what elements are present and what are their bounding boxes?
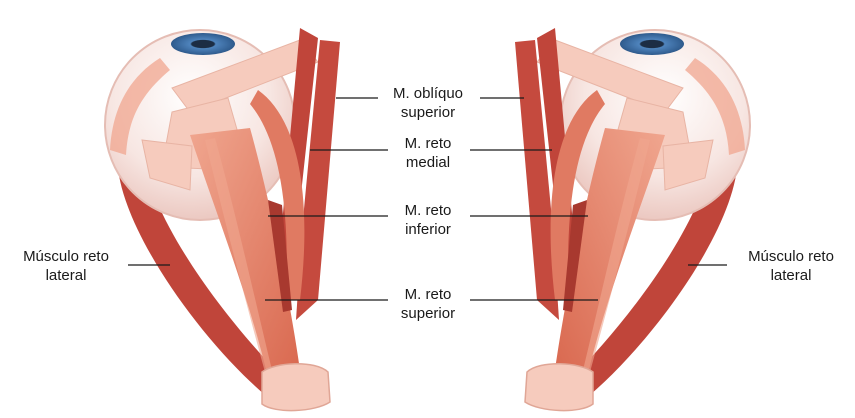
label-lateral-rectus-right: Músculo reto lateral xyxy=(729,247,853,285)
label-text: medial xyxy=(369,153,487,172)
label-text: M. reto xyxy=(369,285,487,304)
label-superior-rectus: M. reto superior xyxy=(369,285,487,323)
label-text: superior xyxy=(369,304,487,323)
label-text: Músculo reto xyxy=(729,247,853,266)
label-text: M. reto xyxy=(369,201,487,220)
label-text: M. oblíquo xyxy=(369,84,487,103)
label-inferior-rectus: M. reto inferior xyxy=(369,201,487,239)
label-text: lateral xyxy=(4,266,128,285)
right-eye-assembly xyxy=(515,28,750,411)
label-text: inferior xyxy=(369,220,487,239)
label-text: M. reto xyxy=(369,134,487,153)
label-text: Músculo reto xyxy=(4,247,128,266)
label-superior-oblique: M. oblíquo superior xyxy=(369,84,487,122)
label-lateral-rectus-left: Músculo reto lateral xyxy=(4,247,128,285)
label-text: lateral xyxy=(729,266,853,285)
label-text: superior xyxy=(369,103,487,122)
left-eye-assembly xyxy=(105,28,340,411)
label-medial-rectus: M. reto medial xyxy=(369,134,487,172)
